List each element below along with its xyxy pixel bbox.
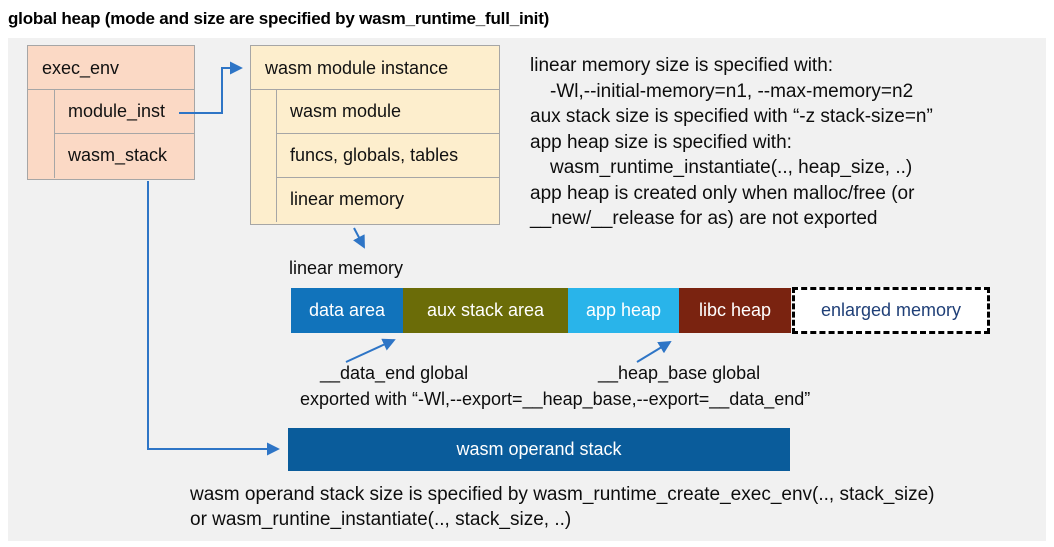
heap-base-global-label: __heap_base global xyxy=(598,363,761,383)
note-line: linear memory size is specified with: xyxy=(530,55,834,76)
note-line: app heap size is specified with: xyxy=(530,131,792,153)
exec-env-row-module-inst: module_inst xyxy=(54,90,194,134)
module-instance-row-linear-memory: linear memory xyxy=(276,178,499,222)
diagram-title: global heap (mode and size are specified… xyxy=(8,9,550,28)
module-instance-box: wasm module instance wasm module funcs, … xyxy=(250,45,500,225)
note-line: wasm operand stack size is specified by … xyxy=(190,484,935,505)
segment-app-heap: app heap xyxy=(568,288,679,333)
segment-enlarged-memory: enlarged memory xyxy=(792,287,990,334)
data-end-global-label: __data_end global xyxy=(320,363,469,383)
exec-env-row-wasm-stack: wasm_stack xyxy=(54,134,194,178)
note-line: app heap is created only when malloc/fre… xyxy=(530,182,915,204)
segment-libc-heap: libc heap xyxy=(679,288,791,333)
wasm-operand-stack-bar: wasm operand stack xyxy=(288,428,790,471)
linear-memory-notes: linear memory size is specified with: -W… xyxy=(530,53,1042,232)
note-line: or wasm_runtine_instantiate(.., stack_si… xyxy=(190,509,572,530)
module-instance-row-wasm-module: wasm module xyxy=(276,90,499,134)
note-line: aux stack size is specified with “-z sta… xyxy=(530,106,933,127)
exec-env-box: exec_env module_inst wasm_stack xyxy=(27,45,195,180)
segment-data-area: data area xyxy=(291,288,403,333)
operand-stack-notes: wasm operand stack size is specified by … xyxy=(190,482,1050,532)
module-instance-row-funcs-globals-tables: funcs, globals, tables xyxy=(276,134,499,178)
note-line: __new/__release for as) are not exported xyxy=(530,208,878,229)
export-flags-label: exported with “-Wl,--export=__heap_base,… xyxy=(300,389,811,409)
module-instance-header: wasm module instance xyxy=(251,46,499,90)
note-line: -Wl,--initial-memory=n1, --max-memory=n2 xyxy=(550,80,914,102)
segment-aux-stack-area: aux stack area xyxy=(403,288,568,333)
note-line: wasm_runtime_instantiate(.., heap_size, … xyxy=(550,157,913,178)
exec-env-header: exec_env xyxy=(28,46,194,90)
linear-memory-label: linear memory xyxy=(289,258,404,278)
